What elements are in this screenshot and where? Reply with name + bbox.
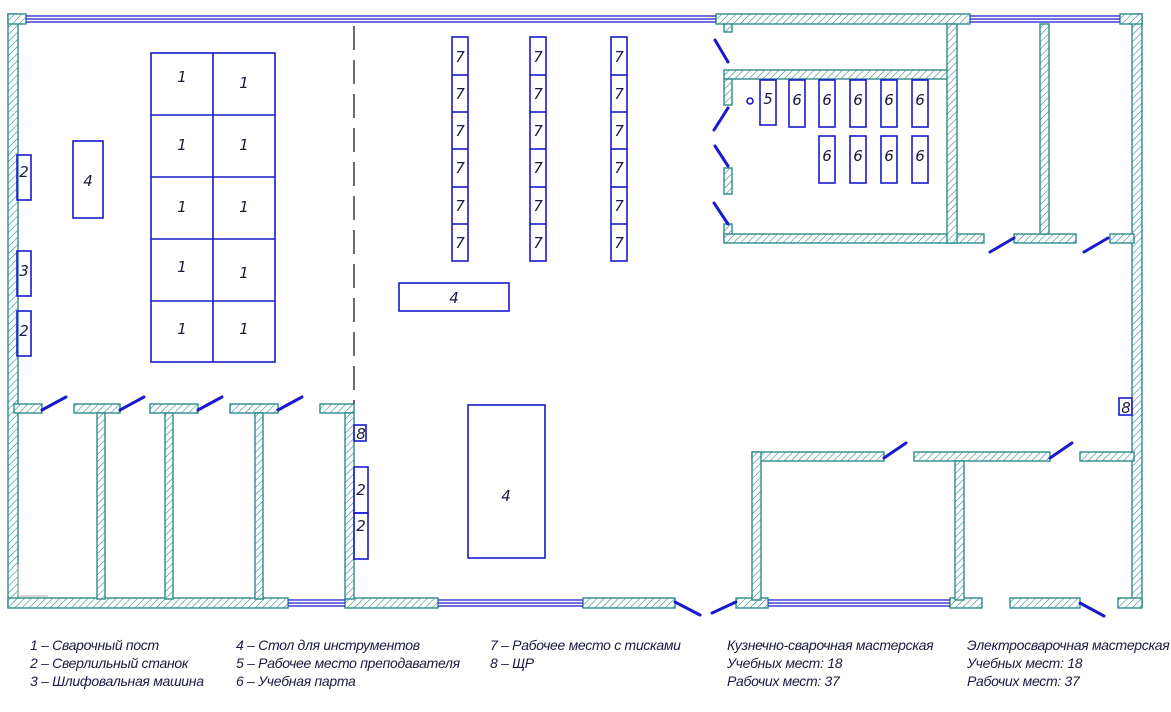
legend-item: 5 – Рабочее место преподавателя	[236, 655, 460, 671]
vise-workplace-label: 7	[614, 85, 624, 103]
vise-workplace-label: 7	[533, 85, 543, 103]
tool-table-label: 4	[83, 172, 93, 190]
vise-workplace-label: 7	[533, 48, 543, 66]
interior-walls	[13, 23, 1135, 601]
workshop-title: Электросварочная мастерская	[967, 637, 1170, 653]
vise-workplace-label: 7	[455, 122, 465, 140]
panel-label: 8	[356, 425, 366, 443]
legend-col-1: 1 – Сварочный пост 2 – Сверлильный стано…	[30, 636, 204, 690]
workshop-study-places: Учебных мест: 18	[727, 655, 843, 671]
student-desk-label: 6	[822, 147, 832, 165]
vise-workplace-label: 7	[614, 48, 624, 66]
panel-label: 8	[1121, 399, 1131, 417]
legend-col-3: 7 – Рабочее место с тисками 8 – ЩР	[490, 636, 681, 672]
drilling-machine-label: 2	[19, 163, 29, 181]
vise-workplace-label: 7	[455, 48, 465, 66]
legend-item: 4 – Стол для инструментов	[236, 637, 420, 653]
doors	[40, 38, 1110, 618]
student-desk	[849, 79, 867, 128]
workshop-title: Кузнечно-сварочная мастерская	[727, 637, 934, 653]
vise-workplace-label: 7	[533, 122, 543, 140]
legend-item: 3 – Шлифовальная машина	[30, 673, 204, 689]
floor-plan: 1 1 1 1 1 1 1 1 1 1 2 3 2 4 4 4	[7, 13, 1143, 618]
welding-post-label: 1	[177, 68, 187, 86]
student-desk-label: 6	[915, 147, 925, 165]
welding-post-label: 1	[177, 198, 187, 216]
student-desks: 6 6 6 6 6 6 6 6 6	[788, 79, 929, 184]
outer-walls	[7, 13, 1143, 609]
vise-workplace-label: 7	[455, 197, 465, 215]
grinding-machine-label: 3	[19, 262, 29, 280]
welding-post-label: 1	[239, 136, 249, 154]
student-desk-label: 6	[792, 91, 802, 109]
student-desk	[788, 79, 806, 128]
vise-labels: 7 7 7 7 7 7 7 7 7 7 7 7 7 7 7 7 7 7	[455, 48, 624, 252]
tool-tables: 4 4 4	[72, 140, 546, 559]
ucs-icon	[17, 564, 48, 597]
workshop-work-places: Рабочих мест: 37	[967, 673, 1080, 689]
student-desk	[911, 79, 929, 128]
vise-workplace-label: 7	[533, 197, 543, 215]
student-desk-label: 6	[884, 91, 894, 109]
socket-icon	[746, 97, 754, 105]
student-desk-label: 6	[915, 91, 925, 109]
legend-item: 2 – Сверлильный станок	[30, 655, 189, 671]
workshop-info-forge: Кузнечно-сварочная мастерская Учебных ме…	[727, 636, 934, 690]
left-machines: 2 3 2	[16, 154, 32, 357]
student-desk	[849, 135, 867, 184]
student-desk-label: 6	[822, 91, 832, 109]
student-desk-label: 6	[884, 147, 894, 165]
classroom: 5	[746, 79, 777, 126]
vise-workplaces	[451, 36, 628, 262]
tool-table-label: 4	[449, 289, 459, 307]
partition-machines: 2 2	[353, 466, 369, 560]
welding-post-label: 1	[177, 320, 187, 338]
workshop-info-electro: Электросварочная мастерская Учебных мест…	[967, 636, 1170, 690]
tool-table-label: 4	[501, 487, 511, 505]
vise-workplace-label: 7	[455, 85, 465, 103]
vise-workplace-label: 7	[533, 159, 543, 177]
workshop-work-places: Рабочих мест: 37	[727, 673, 840, 689]
vise-workplace-label: 7	[614, 122, 624, 140]
vise-workplace-label: 7	[455, 159, 465, 177]
vise-workplace-label: 7	[614, 159, 624, 177]
legend-col-2: 4 – Стол для инструментов 5 – Рабочее ме…	[236, 636, 460, 690]
drilling-machine-label: 2	[356, 517, 366, 535]
welding-post-label: 1	[239, 198, 249, 216]
welding-post-label: 1	[239, 74, 249, 92]
welding-post-label: 1	[177, 136, 187, 154]
drilling-machine-label: 2	[19, 322, 29, 340]
teacher-place-label: 5	[763, 90, 773, 108]
workshop-study-places: Учебных мест: 18	[967, 655, 1083, 671]
welding-post-label: 1	[177, 258, 187, 276]
legend-item: 7 – Рабочее место с тисками	[490, 637, 681, 653]
welding-post-label: 1	[239, 320, 249, 338]
student-desk-label: 6	[853, 91, 863, 109]
student-desk-label: 6	[853, 147, 863, 165]
student-desk	[880, 79, 898, 128]
vise-workplace-label: 7	[614, 234, 624, 252]
student-desk	[911, 135, 929, 184]
legend-item: 8 – ЩР	[490, 655, 534, 671]
drilling-machine-label: 2	[356, 481, 366, 499]
vise-workplace-label: 7	[533, 234, 543, 252]
panels: 8 8	[353, 397, 1133, 443]
legend-item: 6 – Учебная парта	[236, 673, 356, 689]
windows	[26, 15, 1120, 607]
welding-post-label: 1	[239, 264, 249, 282]
student-desk	[880, 135, 898, 184]
student-desk	[818, 79, 836, 128]
vise-workplace-label: 7	[455, 234, 465, 252]
welding-posts: 1 1 1 1 1 1 1 1 1 1	[150, 52, 276, 363]
legend-item: 1 – Сварочный пост	[30, 637, 159, 653]
vise-workplace-label: 7	[614, 197, 624, 215]
student-desk	[818, 135, 836, 184]
